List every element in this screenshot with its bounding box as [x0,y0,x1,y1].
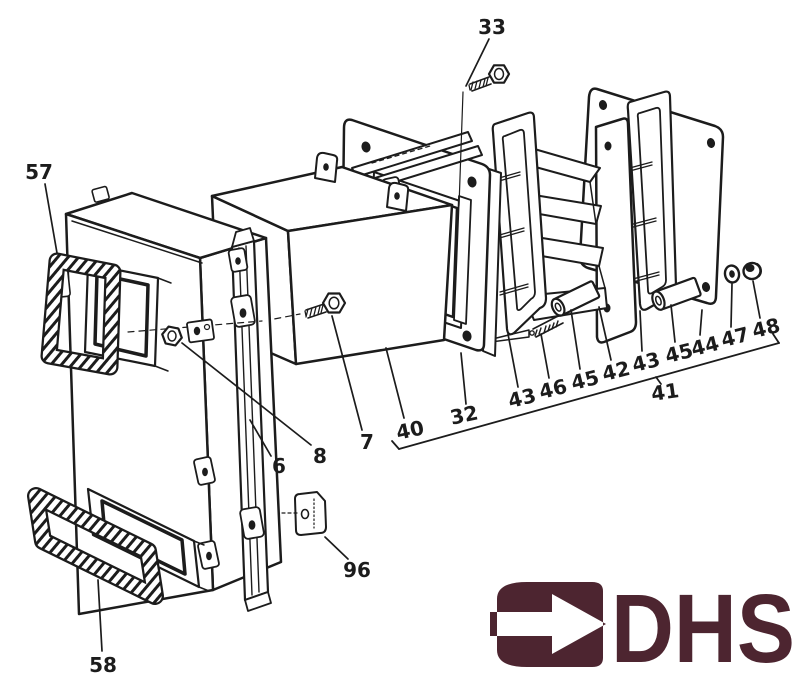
part-nut-8 [161,325,183,347]
part-rect-gasket-58 [27,487,164,605]
callout-label-8: 8 [313,444,327,468]
dhs-logo: DHS [490,574,795,683]
callout-leader-44 [699,309,703,336]
part-spacer-tube-rear-45 [651,276,702,311]
part-clip-96 [281,491,327,536]
callout-leader-46 [540,333,550,379]
assembly-bracket-tick [772,333,780,344]
callout-label-33: 33 [478,15,506,39]
callout-label-96: 96 [343,558,371,582]
callout-leader-48 [752,280,761,319]
callout-leader-6 [249,419,272,457]
callout-label-45a: 45 [569,365,602,395]
callout-leader-43a [507,333,519,388]
callout-label-7: 7 [360,430,374,454]
callout-leader-43b [639,310,643,352]
callout-label-48: 48 [750,313,783,343]
part-washer-47 [723,264,741,284]
callout-leader-8 [181,342,312,446]
callout-label-40: 40 [394,415,426,444]
callout-leader-47 [730,283,733,328]
callout-label-32: 32 [448,400,480,429]
part-heater-housing [64,185,283,616]
assembly-bracket-tick [391,440,400,450]
callout-leader-40 [385,347,405,419]
callout-leader-41 [655,376,662,385]
logo-text: DHS [611,574,795,683]
part-nut-48 [742,261,762,281]
callout-label-42: 42 [600,356,633,386]
callout-leader-42 [598,306,612,361]
callout-label-47: 47 [719,322,752,352]
logo-arrow-icon [490,582,606,667]
callout-leader-32 [460,352,467,405]
part-seal-ring-rear-43 [621,90,678,311]
callout-label-58: 58 [89,653,117,677]
callout-label-46: 46 [537,374,570,404]
callout-leader-45a [570,309,581,370]
callout-leader-33 [465,38,490,87]
callout-label-6: 6 [272,454,286,478]
assembly-bracket-line [398,342,780,450]
part-seal-ring-front-43 [491,111,548,336]
callout-label-43a: 43 [506,383,539,413]
callout-leader-45b [670,304,676,343]
callout-label-43b: 43 [630,347,663,377]
part-spacer-tube-front-45 [550,280,601,317]
callout-leader-57 [44,183,58,254]
callout-label-57: 57 [25,160,53,184]
callout-leader-96 [324,536,349,560]
callout-leader-7 [331,315,363,431]
callout-leader-58 [97,579,103,652]
part-bolt-33 [458,64,511,207]
callout-label-41: 41 [650,378,681,406]
callout-label-44: 44 [689,331,722,361]
part-square-gasket-57 [40,252,122,376]
